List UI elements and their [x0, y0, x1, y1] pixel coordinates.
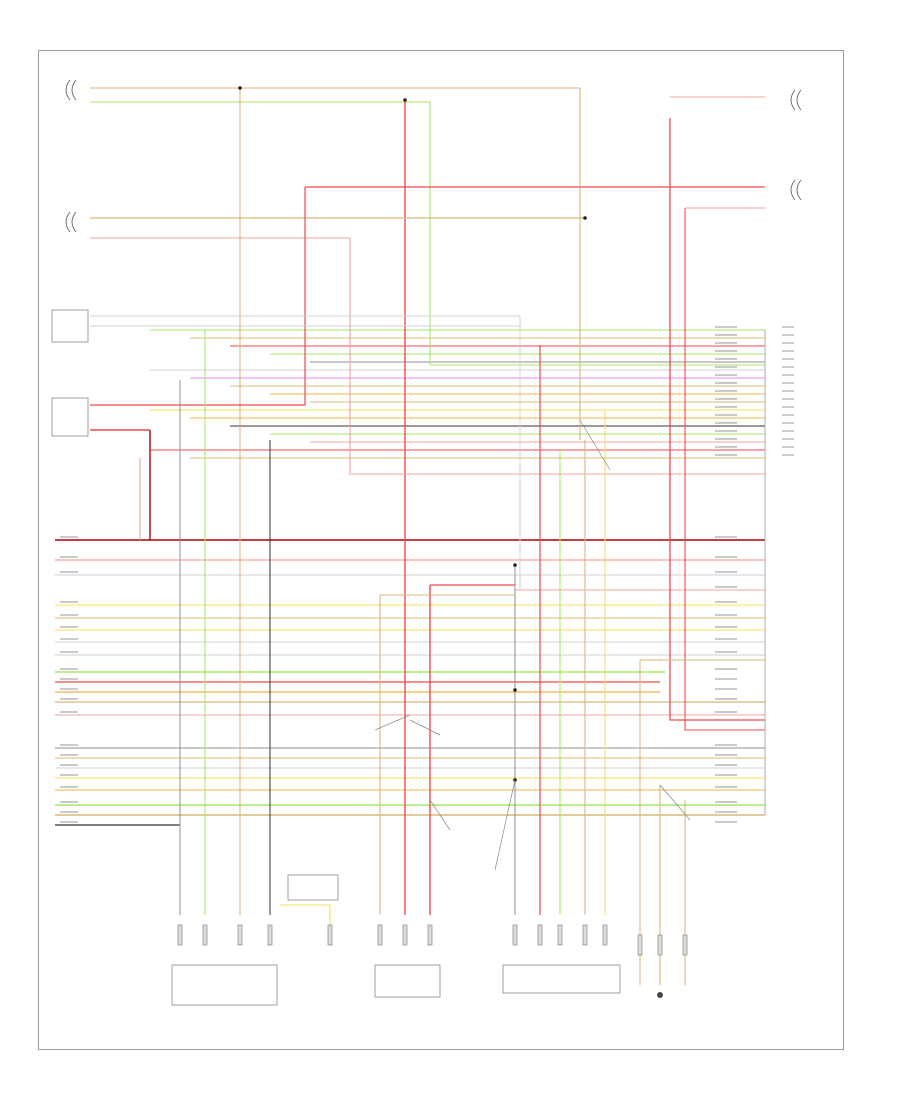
leader-line — [494, 779, 516, 871]
comp-bottom-right-sensor-pin — [657, 934, 663, 956]
wire — [669, 118, 765, 721]
wire — [349, 238, 765, 475]
comp-bottom-sensor-3-pin — [512, 924, 518, 946]
comp-top-left-sensor — [65, 79, 77, 101]
leader-line — [374, 714, 411, 731]
comp-bottom-relay-pin — [327, 924, 333, 946]
comp-left-switch — [51, 309, 89, 343]
comp-bottom-sensor-3 — [502, 964, 621, 994]
comp-bottom-sensor-2-pin — [427, 924, 433, 946]
comp-right-top-sensor — [790, 89, 802, 111]
comp-bottom-sensor-3-pin — [537, 924, 543, 946]
wire-layer — [55, 86, 765, 985]
comp-bottom-sensor-2-pin — [377, 924, 383, 946]
splice-dot — [513, 688, 517, 692]
splice-dot — [513, 563, 517, 567]
comp-bottom-relay — [287, 874, 339, 901]
comp-bottom-sensor-2-pin — [402, 924, 408, 946]
comp-bottom-sensor-1-pin — [237, 924, 243, 946]
comp-right-sensor-2 — [790, 179, 802, 201]
comp-left-sensor-2 — [65, 211, 77, 233]
comp-left-connector — [51, 397, 89, 437]
leader-line — [659, 784, 691, 821]
leader-line — [409, 719, 441, 736]
leader-line — [429, 799, 451, 831]
wire — [684, 208, 765, 731]
comp-bottom-sensor-1-pin — [202, 924, 208, 946]
comp-bottom-right-sensor-pin — [637, 934, 643, 956]
ground-symbol — [657, 992, 663, 998]
diagram-frame — [38, 50, 844, 1050]
comp-bottom-right-sensor-pin — [682, 934, 688, 956]
splice-dot — [403, 98, 407, 102]
component-layer — [51, 79, 802, 1006]
wire — [90, 187, 306, 406]
splice-dot — [238, 86, 242, 90]
comp-bottom-sensor-3-pin — [582, 924, 588, 946]
comp-bottom-sensor-1-pin — [177, 924, 183, 946]
splice-dot — [583, 216, 587, 220]
leader-line — [579, 419, 611, 471]
comp-bottom-sensor-3-pin — [557, 924, 563, 946]
comp-bottom-sensor-2 — [374, 964, 441, 998]
comp-bottom-sensor-3-pin — [602, 924, 608, 946]
comp-bottom-sensor-1 — [171, 964, 278, 1006]
comp-bottom-sensor-1-pin — [267, 924, 273, 946]
